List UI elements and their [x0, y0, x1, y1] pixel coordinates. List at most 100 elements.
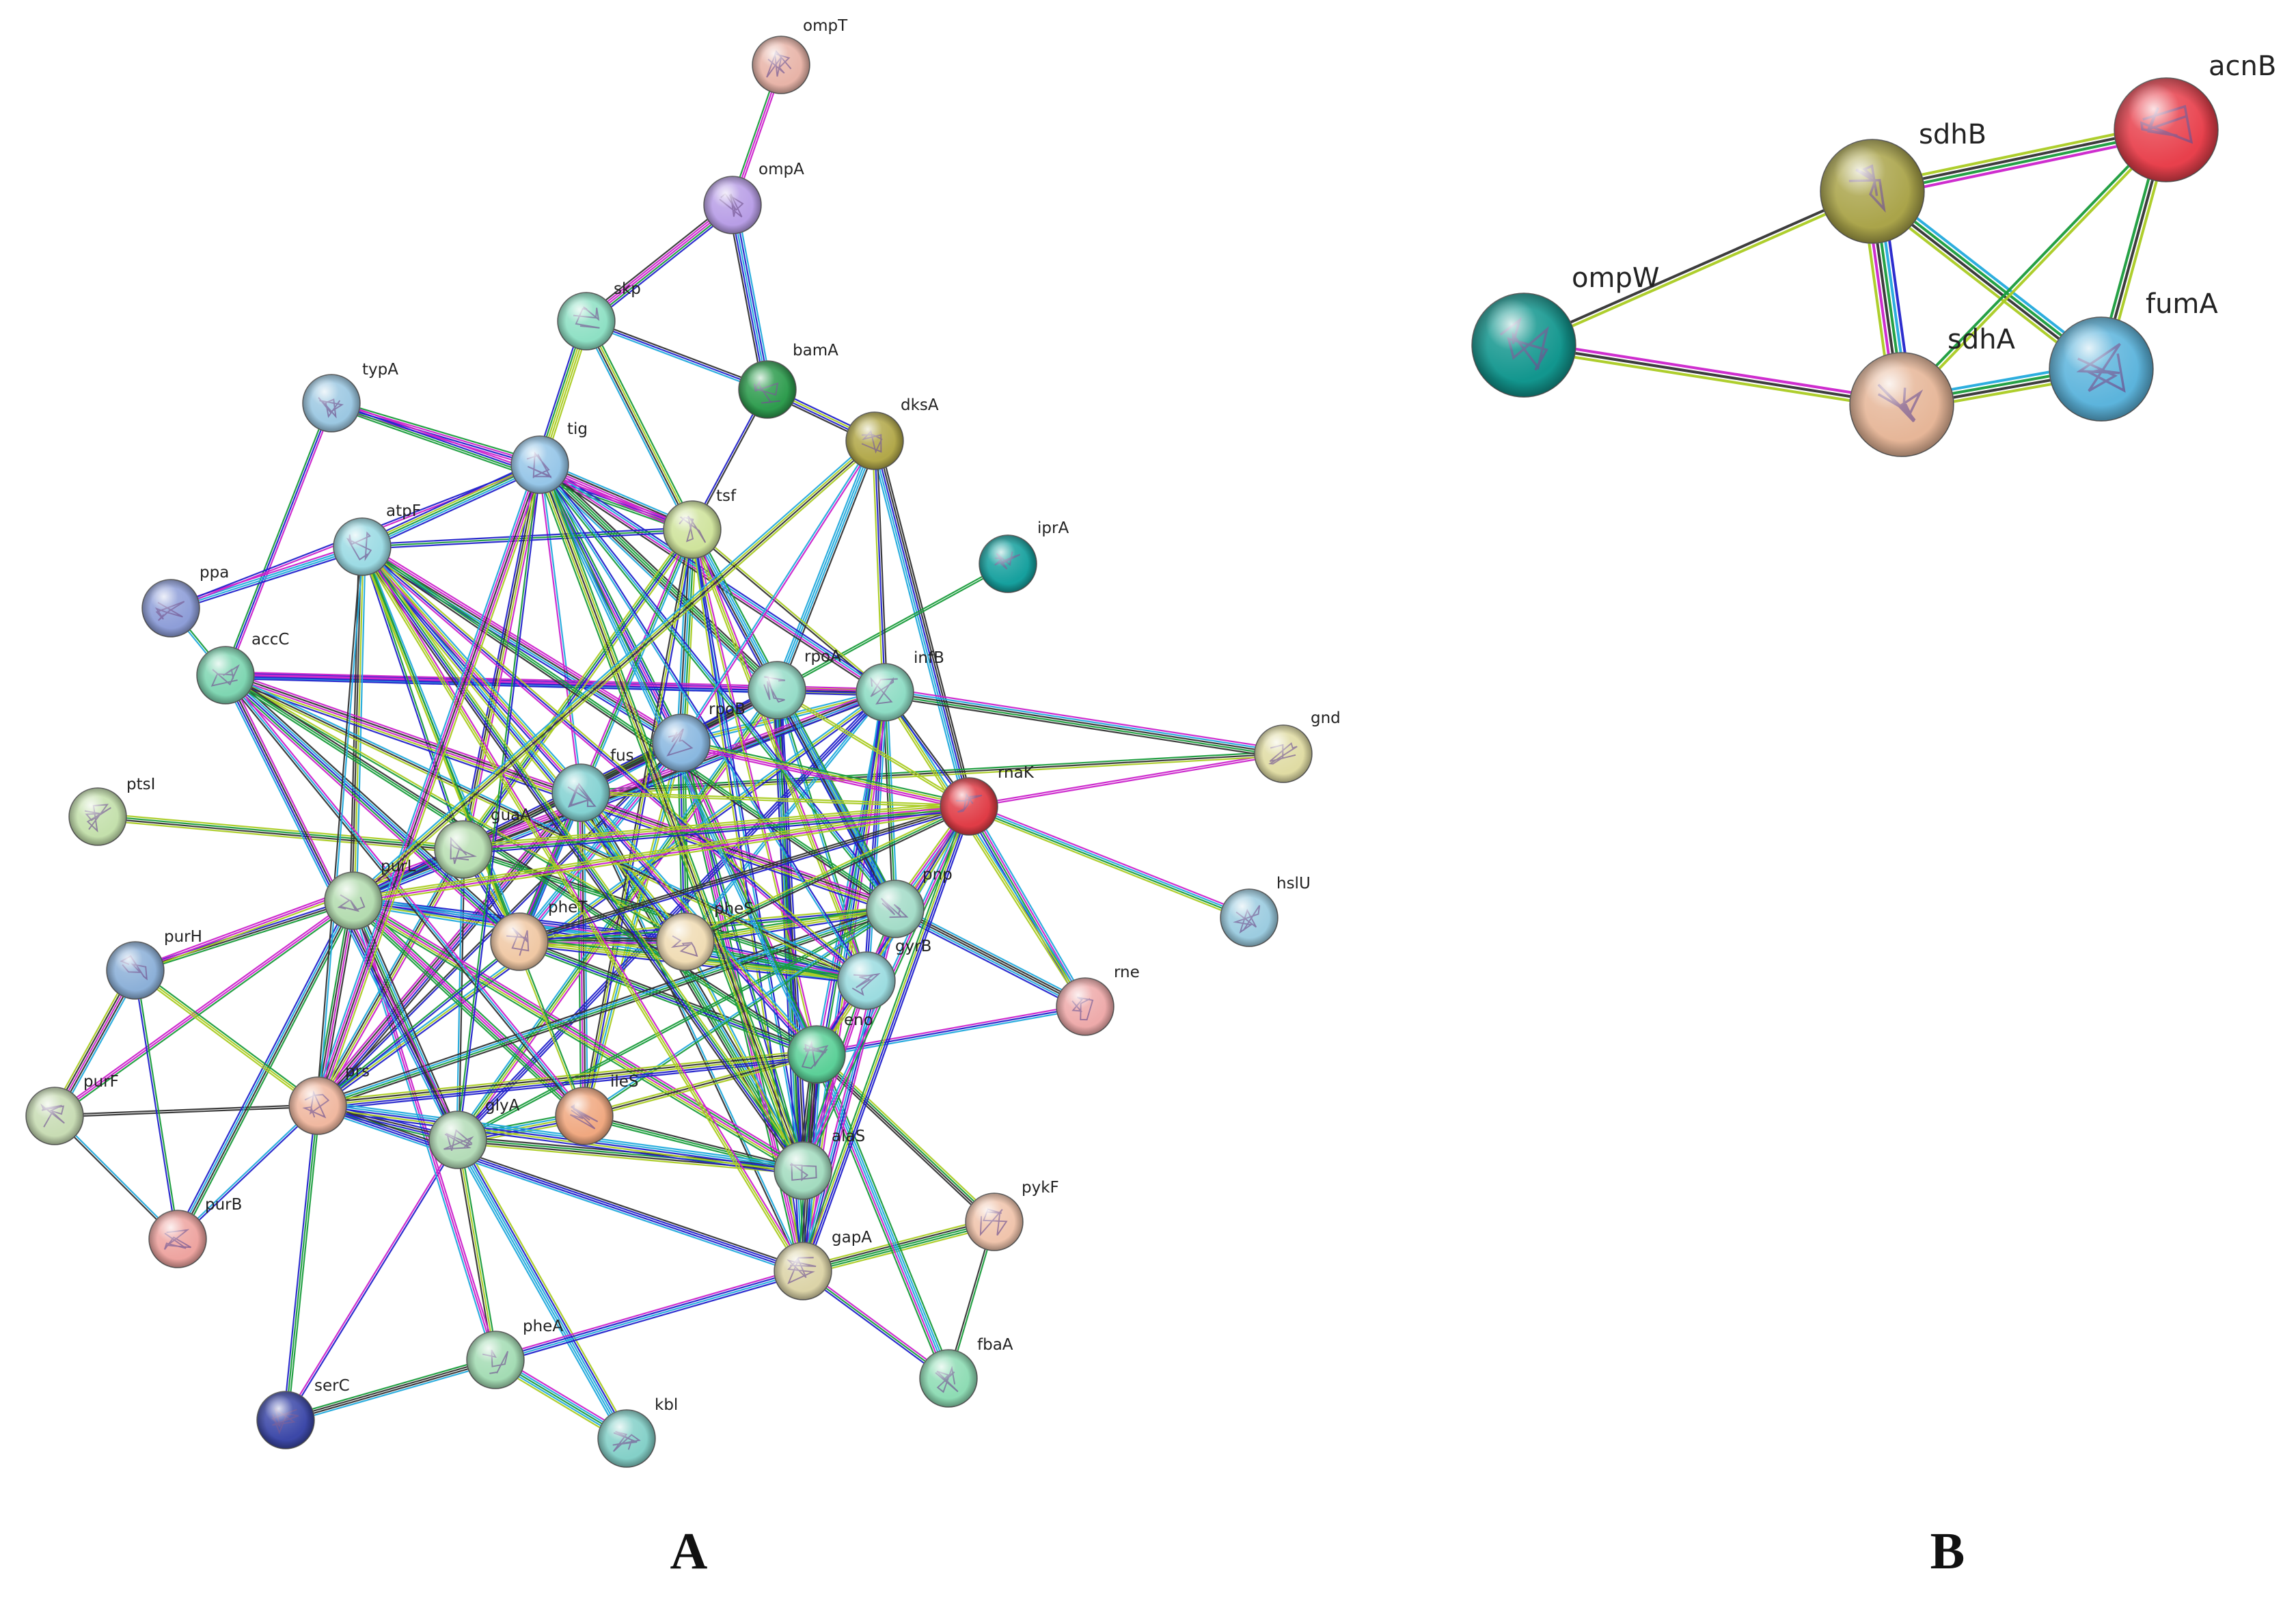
protein-node-acnB[interactable]: acnB	[2114, 51, 2276, 182]
node-gloss	[598, 1410, 655, 1467]
edge-strand	[316, 1109, 804, 1176]
edge-strand	[536, 465, 802, 1173]
edge-strand	[462, 803, 970, 848]
protein-node-purH[interactable]: purH	[106, 928, 202, 1000]
protein-node-rpoA[interactable]: rpoA	[748, 648, 841, 720]
edge-prs-tig	[312, 462, 545, 1108]
protein-node-dksA[interactable]: dksA	[845, 396, 939, 470]
edge-strand	[358, 547, 802, 1173]
protein-node-purL[interactable]: purL	[324, 858, 416, 930]
node-gloss	[149, 1210, 206, 1268]
edge-strand	[543, 462, 808, 1170]
edge-strand	[362, 465, 542, 550]
node-label: pheT	[548, 899, 588, 916]
edge-strand	[971, 804, 1089, 1006]
protein-node-fumA[interactable]: fumA	[2049, 288, 2218, 422]
protein-node-glyA[interactable]: glyA	[428, 1097, 520, 1169]
edge-strand	[226, 672, 819, 1054]
protein-node-serC[interactable]: serC	[256, 1377, 350, 1449]
protein-node-gapA[interactable]: gapA	[774, 1229, 872, 1300]
edge-strand	[871, 440, 884, 694]
protein-node-sdhB[interactable]: sdhB	[1820, 119, 1986, 244]
node-label: purL	[381, 858, 416, 875]
protein-node-eno[interactable]: eno	[787, 1011, 873, 1084]
protein-node-ompA[interactable]: ompA	[703, 161, 804, 234]
protein-node-guaA[interactable]: guaA	[434, 806, 531, 879]
protein-node-ptsI[interactable]: ptsI	[68, 776, 155, 846]
protein-node-purF[interactable]: purF	[25, 1073, 119, 1145]
protein-node-hslU[interactable]: hslU	[1220, 875, 1311, 947]
node-label: ppa	[200, 564, 229, 582]
protein-node-prs[interactable]: prs	[288, 1063, 370, 1135]
protein-node-kbl[interactable]: kbl	[597, 1396, 678, 1468]
protein-node-infB[interactable]: infB	[856, 649, 944, 722]
protein-node-ompT[interactable]: ompT	[752, 17, 848, 94]
node-label: accC	[251, 631, 289, 649]
edge-strand	[221, 677, 517, 946]
protein-node-rne[interactable]: rne	[1056, 964, 1140, 1036]
node-gloss	[920, 1350, 977, 1407]
protein-node-accC[interactable]: accC	[196, 631, 289, 705]
edge-alaS-tig	[534, 462, 808, 1173]
protein-node-iprA[interactable]: iprA	[979, 519, 1069, 593]
protein-node-pheS[interactable]: pheS	[656, 900, 754, 971]
protein-node-pykF[interactable]: pykF	[965, 1179, 1059, 1251]
edge-strand	[692, 528, 887, 692]
protein-node-ompW[interactable]: ompW	[1471, 262, 1659, 398]
node-label: fumA	[2146, 288, 2218, 320]
edge-strand	[225, 673, 687, 942]
edge-strand	[362, 545, 805, 1171]
protein-node-tsf[interactable]: tsf	[663, 487, 737, 559]
edge-strand	[362, 544, 683, 742]
protein-node-rpoB[interactable]: rpoB	[652, 700, 746, 772]
protein-node-bamA[interactable]: bamA	[738, 342, 838, 419]
edge-strand	[284, 1104, 319, 1421]
node-gloss	[552, 764, 610, 821]
protein-node-fus[interactable]: fus	[551, 747, 634, 822]
protein-node-purB[interactable]: purB	[148, 1196, 242, 1268]
node-label: ompA	[758, 161, 804, 178]
node-gloss	[1255, 725, 1312, 782]
protein-node-alaS[interactable]: alaS	[774, 1128, 865, 1200]
edge-strand	[361, 531, 694, 550]
edge-strand	[968, 804, 1250, 918]
edge-strand	[355, 896, 806, 1168]
node-gloss	[657, 913, 714, 970]
edge-dksA-infB	[871, 439, 888, 694]
node-gloss	[788, 1026, 845, 1083]
node-gloss	[739, 361, 796, 418]
edge-strand	[351, 439, 875, 901]
node-gloss	[2114, 78, 2218, 182]
edge-strand	[517, 944, 817, 1059]
node-gloss	[838, 952, 895, 1009]
edge-strand	[775, 439, 875, 691]
edge-strand	[461, 1136, 631, 1437]
edge-strand	[680, 743, 970, 808]
protein-node-fbaA[interactable]: fbaA	[919, 1336, 1013, 1408]
protein-node-gyrB[interactable]: gyrB	[837, 938, 931, 1010]
node-label: atpF	[386, 502, 421, 520]
edge-strand	[816, 1052, 996, 1222]
protein-node-ppa[interactable]: ppa	[141, 564, 229, 638]
protein-node-ileS[interactable]: ileS	[555, 1073, 639, 1145]
protein-node-gnd[interactable]: gnd	[1254, 709, 1341, 783]
protein-node-atpF[interactable]: atpF	[333, 502, 421, 576]
protein-node-typA[interactable]: typA	[302, 361, 398, 433]
edge-strand	[586, 529, 696, 1117]
edge-strand	[588, 207, 737, 326]
protein-node-tig[interactable]: tig	[510, 420, 588, 494]
protein-node-pheT[interactable]: pheT	[490, 899, 588, 971]
protein-node-rnaK[interactable]: rnaK	[940, 764, 1035, 836]
edge-strand	[317, 909, 897, 1108]
edge-strand	[518, 942, 817, 1057]
protein-node-skp[interactable]: skp	[557, 280, 641, 351]
protein-node-sdhA[interactable]: sdhA	[1849, 324, 2016, 457]
edge-strand	[534, 465, 800, 1173]
edge-skp-tsf	[582, 318, 696, 532]
edge-accC-typA	[222, 401, 335, 677]
edge-strand	[353, 808, 970, 905]
protein-node-pnp[interactable]: pnp	[866, 866, 953, 938]
edge-strand	[683, 804, 969, 941]
edge-strand	[883, 696, 1284, 759]
protein-node-pheA[interactable]: pheA	[466, 1318, 563, 1389]
